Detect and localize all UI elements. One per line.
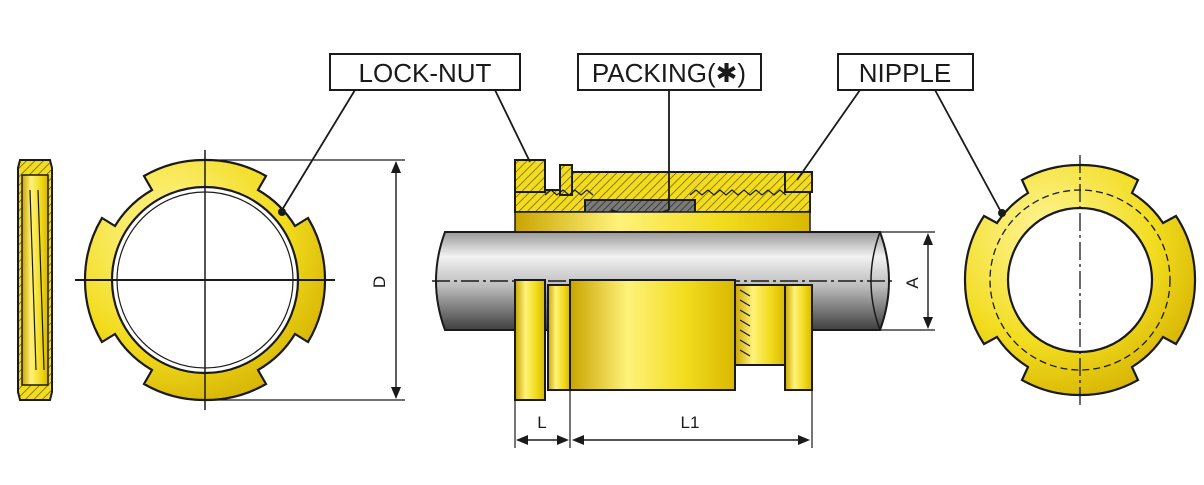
callout-packing-label: PACKING(✱) bbox=[592, 58, 746, 88]
dimension-d-label: D bbox=[370, 276, 389, 288]
dimension-l-label: L bbox=[537, 413, 546, 432]
dimension-d: D bbox=[215, 159, 405, 401]
lock-nut-front-view bbox=[75, 150, 335, 410]
callout-nipple-label: NIPPLE bbox=[859, 58, 952, 88]
callout-lock-nut-label: LOCK-NUT bbox=[359, 58, 492, 88]
callout-nipple: NIPPLE bbox=[796, 53, 1001, 211]
lock-nut-side-view bbox=[17, 159, 53, 401]
nipple-front-view bbox=[963, 155, 1197, 405]
dimension-l1-label: L1 bbox=[681, 413, 700, 432]
dimension-l1: L1 bbox=[572, 390, 813, 448]
dimension-a: A bbox=[880, 231, 935, 331]
callout-packing: PACKING(✱) bbox=[577, 53, 762, 210]
dimension-l: L bbox=[514, 390, 571, 448]
gland-assembly bbox=[432, 159, 895, 401]
callout-lock-nut: LOCK-NUT bbox=[281, 53, 531, 211]
dimension-a-label: A bbox=[903, 277, 922, 289]
